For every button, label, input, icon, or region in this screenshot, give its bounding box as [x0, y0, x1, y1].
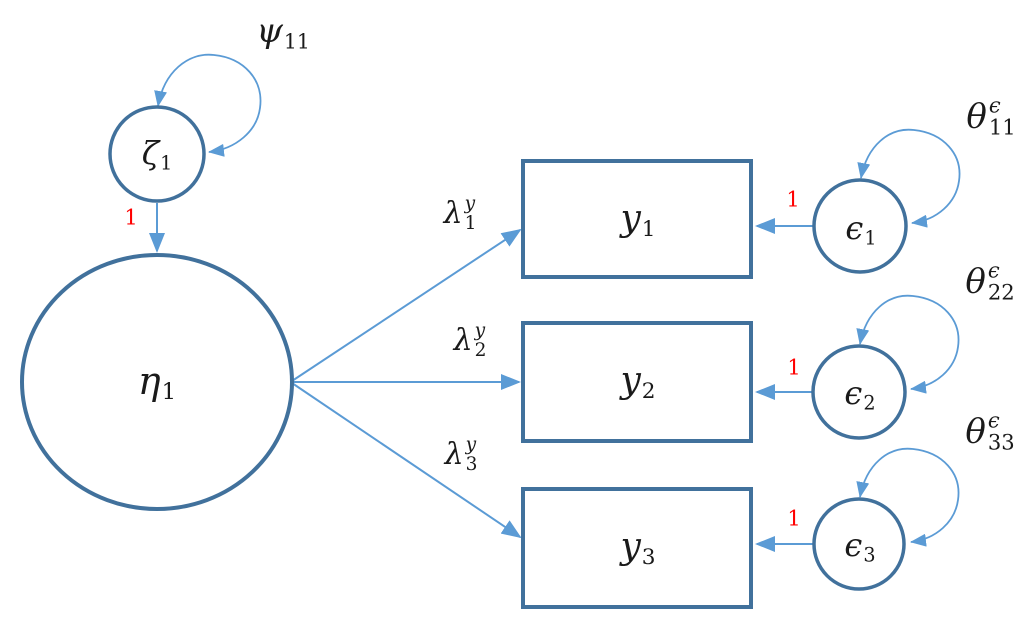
theta22-sub: 22: [987, 279, 1015, 305]
lambda3-sup: y: [465, 433, 477, 455]
indicator-box-y2: [521, 321, 753, 443]
path-eta1-to-y1: [291, 228, 522, 382]
path-eta1-to-y3: [291, 382, 522, 539]
eta1-sub: 1: [161, 379, 177, 406]
fixed-value-eps2-y2: 1: [787, 355, 801, 380]
variance-loop-theta33: [856, 447, 960, 547]
theta22-sup: ϵ: [987, 257, 1000, 283]
theta11-sup: ϵ: [988, 92, 1001, 118]
psi11-sub: 11: [283, 29, 310, 54]
error-circle-eps1: [812, 178, 908, 274]
y2-base: y: [620, 360, 641, 401]
y3-sub: 3: [641, 545, 656, 571]
theta11-base: θ: [966, 96, 987, 136]
y2-sub: 2: [641, 379, 656, 405]
eta1-base: η: [137, 359, 161, 403]
lambda2-base: λ: [453, 323, 473, 358]
eps2-base: ϵ: [844, 374, 863, 412]
theta33-sub: 33: [987, 429, 1015, 455]
fixed-1-zeta: 1: [124, 205, 138, 230]
eps2-sub: 2: [863, 391, 876, 415]
theta33-base: θ: [965, 411, 986, 451]
variance-loop-theta22: [856, 294, 960, 394]
eps1-sub: 1: [864, 226, 877, 250]
lambda1-sup: y: [464, 192, 476, 214]
y1-sub: 1: [641, 217, 656, 243]
fixed-value-zeta1-eta1: 1: [124, 205, 138, 230]
fixed-1-eps3: 1: [787, 506, 801, 531]
lambda3-sub: 3: [465, 453, 478, 475]
variance-loop-theta11: [857, 128, 961, 228]
theta22-base: θ: [965, 261, 986, 301]
fixed-value-eps3-y3: 1: [787, 506, 801, 531]
latent-circle-eta1: [20, 253, 294, 511]
psi11-base: ψ: [256, 11, 283, 51]
lambda3-base: λ: [444, 437, 464, 472]
fixed-1-eps1: 1: [786, 187, 800, 212]
eps1-base: ϵ: [845, 209, 864, 247]
zeta1-base: ζ: [141, 134, 160, 172]
error-circle-eps3: [812, 497, 906, 591]
lambda2-sup: y: [474, 319, 486, 341]
y3-base: y: [620, 526, 641, 567]
fixed-value-eps1-y1: 1: [786, 187, 800, 212]
variance-loop-psi11: [154, 53, 262, 157]
disturbance-circle-zeta1: [108, 105, 206, 203]
indicator-box-y1: [521, 159, 753, 279]
theta11-sub: 11: [988, 114, 1016, 140]
error-circle-eps2: [811, 344, 907, 440]
eps3-sub: 3: [863, 543, 876, 567]
eps3-base: ϵ: [844, 526, 863, 564]
y1-base: y: [620, 198, 641, 239]
lambda2-sub: 2: [474, 339, 487, 361]
theta33-sup: ϵ: [987, 407, 1000, 433]
zeta1-sub: 1: [160, 151, 173, 175]
lambda1-sub: 1: [464, 212, 477, 234]
indicator-box-y3: [521, 487, 753, 609]
lambda1-base: λ: [443, 196, 463, 231]
fixed-1-eps2: 1: [787, 355, 801, 380]
